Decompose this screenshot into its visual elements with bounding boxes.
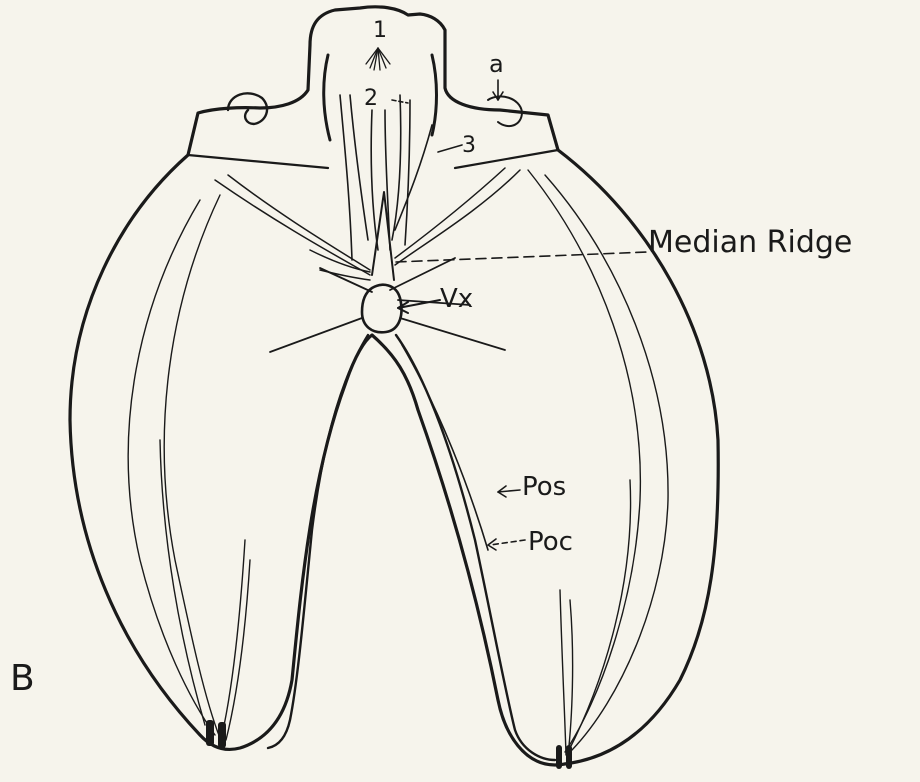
label-2: 2 [364,86,378,111]
neck-fibers [340,95,432,260]
label-3: 3 [462,133,476,158]
collar-fibers [215,168,520,280]
label-median-ridge: Median Ridge [648,225,852,260]
label-pos: Pos [522,472,566,502]
vx-node [362,285,401,332]
label-poc: Poc [528,527,573,557]
figure-letter: B [10,658,35,699]
left-arm-inner [268,335,368,748]
neck-left-inner [324,55,330,140]
label-a: a [489,50,504,78]
median-ridge-leader [396,252,648,262]
collar-top-line [188,155,328,168]
leader-3 [438,145,462,152]
neck-right-inner [432,55,437,135]
left-lobe-fibers [128,195,250,740]
poc-leader [490,540,525,545]
apex-fan [366,48,390,70]
label-1: 1 [373,18,387,43]
label-vx: Vx [440,284,473,314]
right-arm-inner-2 [402,345,488,550]
